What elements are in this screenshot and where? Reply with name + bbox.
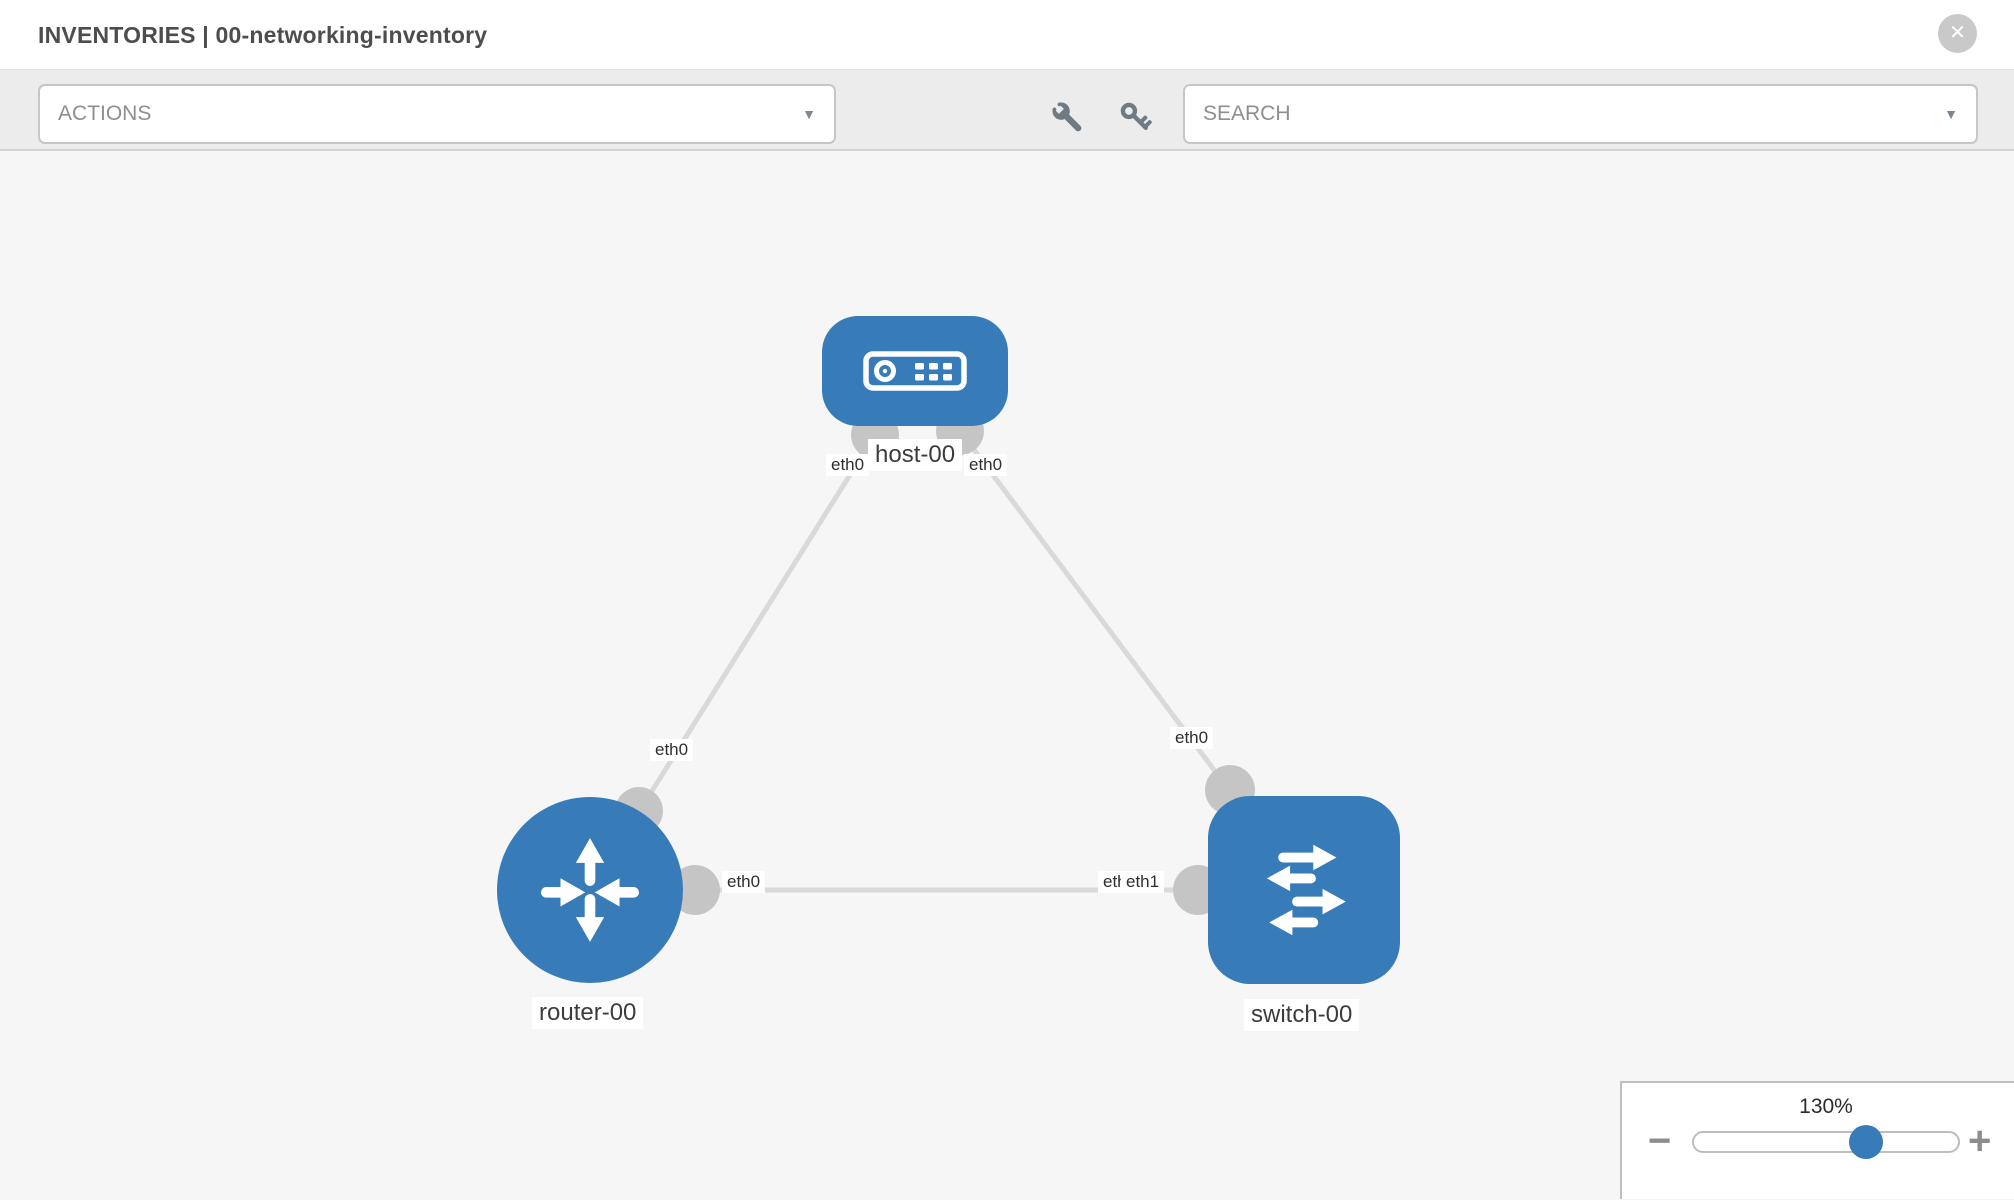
toolbar: ACTIONS ▼ SEARCH ▼	[0, 70, 2014, 151]
node-router-00[interactable]	[497, 797, 683, 983]
close-icon[interactable]: ✕	[1938, 14, 1977, 53]
actions-dropdown-label: ACTIONS	[58, 102, 152, 125]
interface-label: eth0	[826, 454, 870, 476]
zoom-slider-thumb[interactable]	[1849, 1125, 1883, 1159]
topology-edges	[587, 369, 1307, 915]
key-icon[interactable]	[1116, 98, 1156, 138]
actions-dropdown[interactable]: ACTIONS ▼	[38, 84, 836, 144]
search-dropdown[interactable]: SEARCH ▼	[1183, 84, 1978, 144]
zoom-panel: 130% − +	[1620, 1081, 2014, 1199]
node-switch-00[interactable]	[1208, 796, 1400, 984]
topology-canvas[interactable]: host-00 router-00 switch-00 eth0 eth0 et…	[0, 151, 2014, 1199]
chevron-down-icon: ▼	[802, 106, 816, 122]
zoom-in-button[interactable]: +	[1968, 1119, 1992, 1163]
interface-connector[interactable]	[670, 865, 720, 915]
zoom-level-value: 130%	[1799, 1095, 1853, 1118]
node-label-switch: switch-00	[1244, 999, 1360, 1031]
host-icon	[863, 351, 967, 391]
node-label-router: router-00	[532, 997, 644, 1029]
interface-label: eth0	[964, 454, 1008, 476]
interface-label: eth0	[650, 739, 694, 761]
node-label-host: host-00	[868, 439, 963, 471]
zoom-out-button[interactable]: −	[1648, 1119, 1672, 1163]
interface-label: eth1	[1121, 871, 1165, 893]
interface-label: eth0	[1170, 727, 1214, 749]
switch-icon	[1266, 844, 1346, 936]
chevron-down-icon: ▼	[1944, 106, 1958, 122]
search-dropdown-label: SEARCH	[1203, 102, 1291, 125]
wrench-icon[interactable]	[1048, 98, 1088, 138]
header: INVENTORIES | 00-networking-inventory ✕	[0, 0, 2014, 70]
router-icon	[541, 838, 639, 942]
interface-label: eth0	[722, 871, 766, 893]
page-title: INVENTORIES | 00-networking-inventory	[38, 22, 488, 48]
node-host-00[interactable]	[822, 316, 1008, 426]
zoom-slider[interactable]	[1692, 1125, 1960, 1159]
